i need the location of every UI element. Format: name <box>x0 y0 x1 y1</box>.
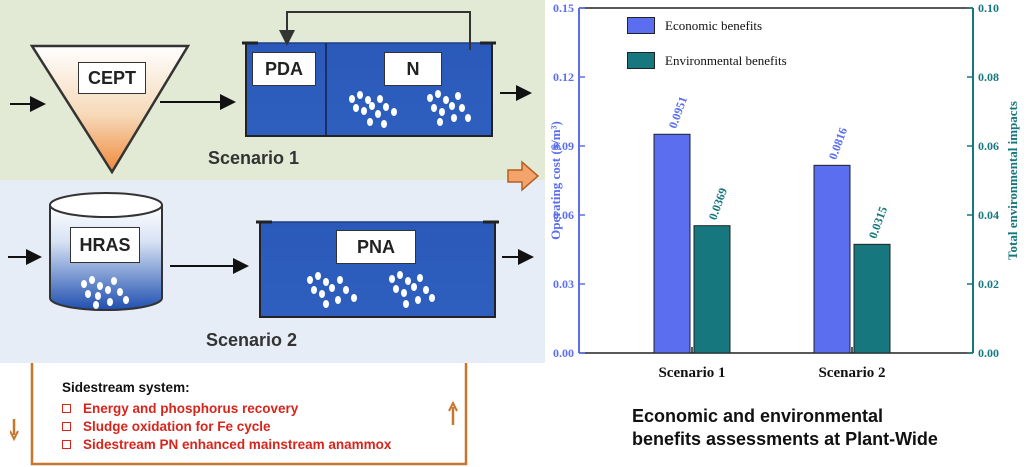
caption-line-1: Economic and environmental <box>632 406 884 426</box>
pda-label: PDA <box>252 52 316 86</box>
x-tick-label: Scenario 1 <box>658 365 725 381</box>
benefits-chart: 0.00 0.03 0.06 0.09 0.12 0.15 0.00 0.02 0.04 0.06… <box>548 1 1020 381</box>
data-label: 0.0369 <box>706 186 730 222</box>
pna-label: PNA <box>336 230 416 264</box>
scenario1-label: Scenario 1 <box>208 148 300 168</box>
y-tick-label: 0.12 <box>553 70 574 84</box>
legend-swatch-economic <box>627 17 655 34</box>
bar-economic <box>813 164 851 354</box>
y-tick-label: 0.09 <box>553 139 574 153</box>
data-label: 0.0816 <box>826 126 850 162</box>
result-arrow <box>507 160 540 192</box>
recycle-arrow <box>279 11 471 50</box>
sidestream-frame <box>10 363 468 466</box>
data-label: 0.0951 <box>666 94 690 130</box>
legend-environmental: Environmental benefits <box>627 52 787 69</box>
x-tick-label: Scenario 2 <box>818 365 885 381</box>
y2-axis-label: Total environmental impacts <box>1005 101 1020 260</box>
y2-tick-label: 0.02 <box>978 277 999 291</box>
bubbles-hras <box>81 276 129 309</box>
caption: Economic and environmental benefits asse… <box>632 405 938 451</box>
y2-tick-label: 0.04 <box>978 208 999 222</box>
y-tick-label: 0.03 <box>553 277 574 291</box>
bar-economic <box>653 133 691 354</box>
sidestream-item-3: Sidestream PN enhanced mainstream anammo… <box>62 437 391 452</box>
sidestream-item-1: Energy and phosphorus recovery <box>62 401 298 416</box>
bar-environmental <box>853 243 891 354</box>
bar-environmental <box>693 225 731 354</box>
y-tick-label: 0.06 <box>553 208 574 222</box>
caption-line-2: benefits assessments at Plant-Wide <box>632 429 938 449</box>
y2-tick-label: 0.00 <box>978 346 999 360</box>
checkbox-icon <box>62 440 71 449</box>
n-label: N <box>384 52 442 86</box>
cept-label: CEPT <box>78 62 146 94</box>
y2-tick-label: 0.10 <box>978 1 999 15</box>
hras-label: HRAS <box>70 227 140 263</box>
y2-tick-label: 0.08 <box>978 70 999 84</box>
bubbles-pna-tank <box>307 271 435 308</box>
y-tick-label: 0.00 <box>553 346 574 360</box>
y2-tick-label: 0.06 <box>978 139 999 153</box>
y-tick-label: 0.15 <box>553 1 574 15</box>
data-label: 0.0315 <box>866 205 890 241</box>
cept-cone <box>29 44 191 175</box>
legend-swatch-environmental <box>627 52 655 69</box>
sidestream-title: Sidestream system: <box>62 380 190 395</box>
checkbox-icon <box>62 422 71 431</box>
scenario2-label: Scenario 2 <box>206 330 298 350</box>
legend-economic: Economic benefits <box>627 17 762 34</box>
bubbles-n-tank <box>349 90 471 128</box>
sidestream-item-2: Sludge oxidation for Fe cycle <box>62 419 271 434</box>
y-axis-label: Operating cost ($/m³) <box>548 121 563 240</box>
checkbox-icon <box>62 404 71 413</box>
